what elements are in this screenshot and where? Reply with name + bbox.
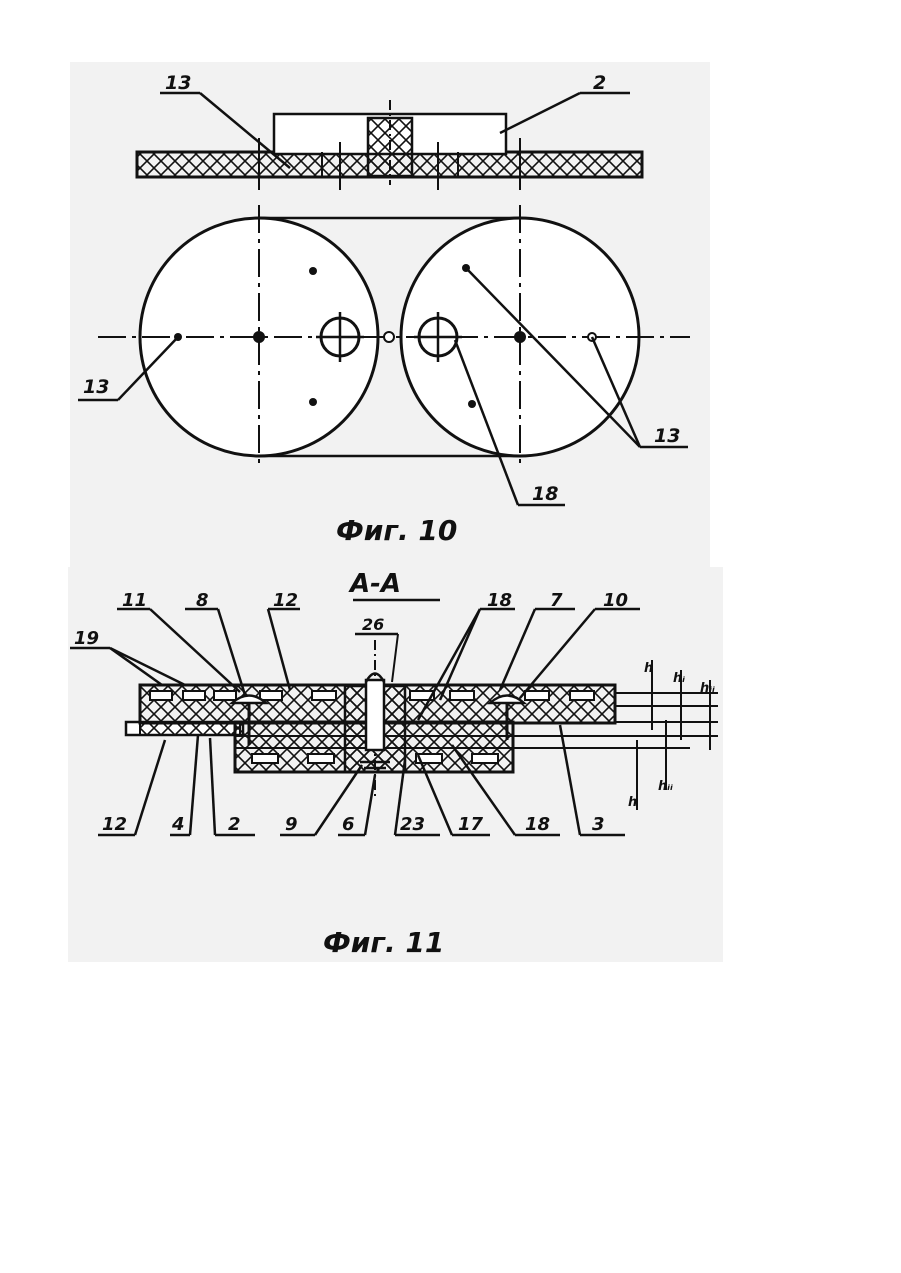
- label-2-bottom: 2: [228, 814, 241, 835]
- label-9: 9: [285, 814, 298, 835]
- label-23: 23: [400, 814, 425, 835]
- label-19: 19: [74, 628, 99, 649]
- label-13-left: 13: [83, 376, 109, 398]
- label-18-top: 18: [487, 590, 512, 611]
- label-11: 11: [122, 590, 147, 611]
- dim-h-2: hᵢ: [673, 671, 685, 686]
- label-13-right: 13: [654, 425, 680, 447]
- label-4: 4: [171, 814, 185, 835]
- label-17: 17: [458, 814, 484, 835]
- label-12-top: 12: [273, 590, 298, 611]
- dim-h-4: h: [628, 795, 637, 810]
- dim-h-5: hᵢᵢ: [658, 779, 673, 794]
- label-8: 8: [196, 590, 209, 611]
- label-10: 10: [603, 590, 628, 611]
- label-6: 6: [342, 814, 355, 835]
- label-18-fig10: 18: [532, 483, 558, 505]
- label-2-top: 2: [593, 72, 606, 94]
- dim-h-3: hᵢᵢ: [700, 681, 715, 696]
- label-26: 26: [362, 615, 384, 634]
- dim-h-1: h: [644, 661, 653, 676]
- section-label-a-a: А-А: [348, 569, 401, 599]
- caption-fig11: Фиг. 11: [323, 926, 444, 959]
- label-13-top: 13: [165, 72, 191, 94]
- label-12-bottom: 12: [102, 814, 127, 835]
- label-3: 3: [592, 814, 605, 835]
- label-7: 7: [550, 590, 563, 611]
- label-18-bottom: 18: [525, 814, 550, 835]
- caption-fig10: Фиг. 10: [336, 514, 457, 547]
